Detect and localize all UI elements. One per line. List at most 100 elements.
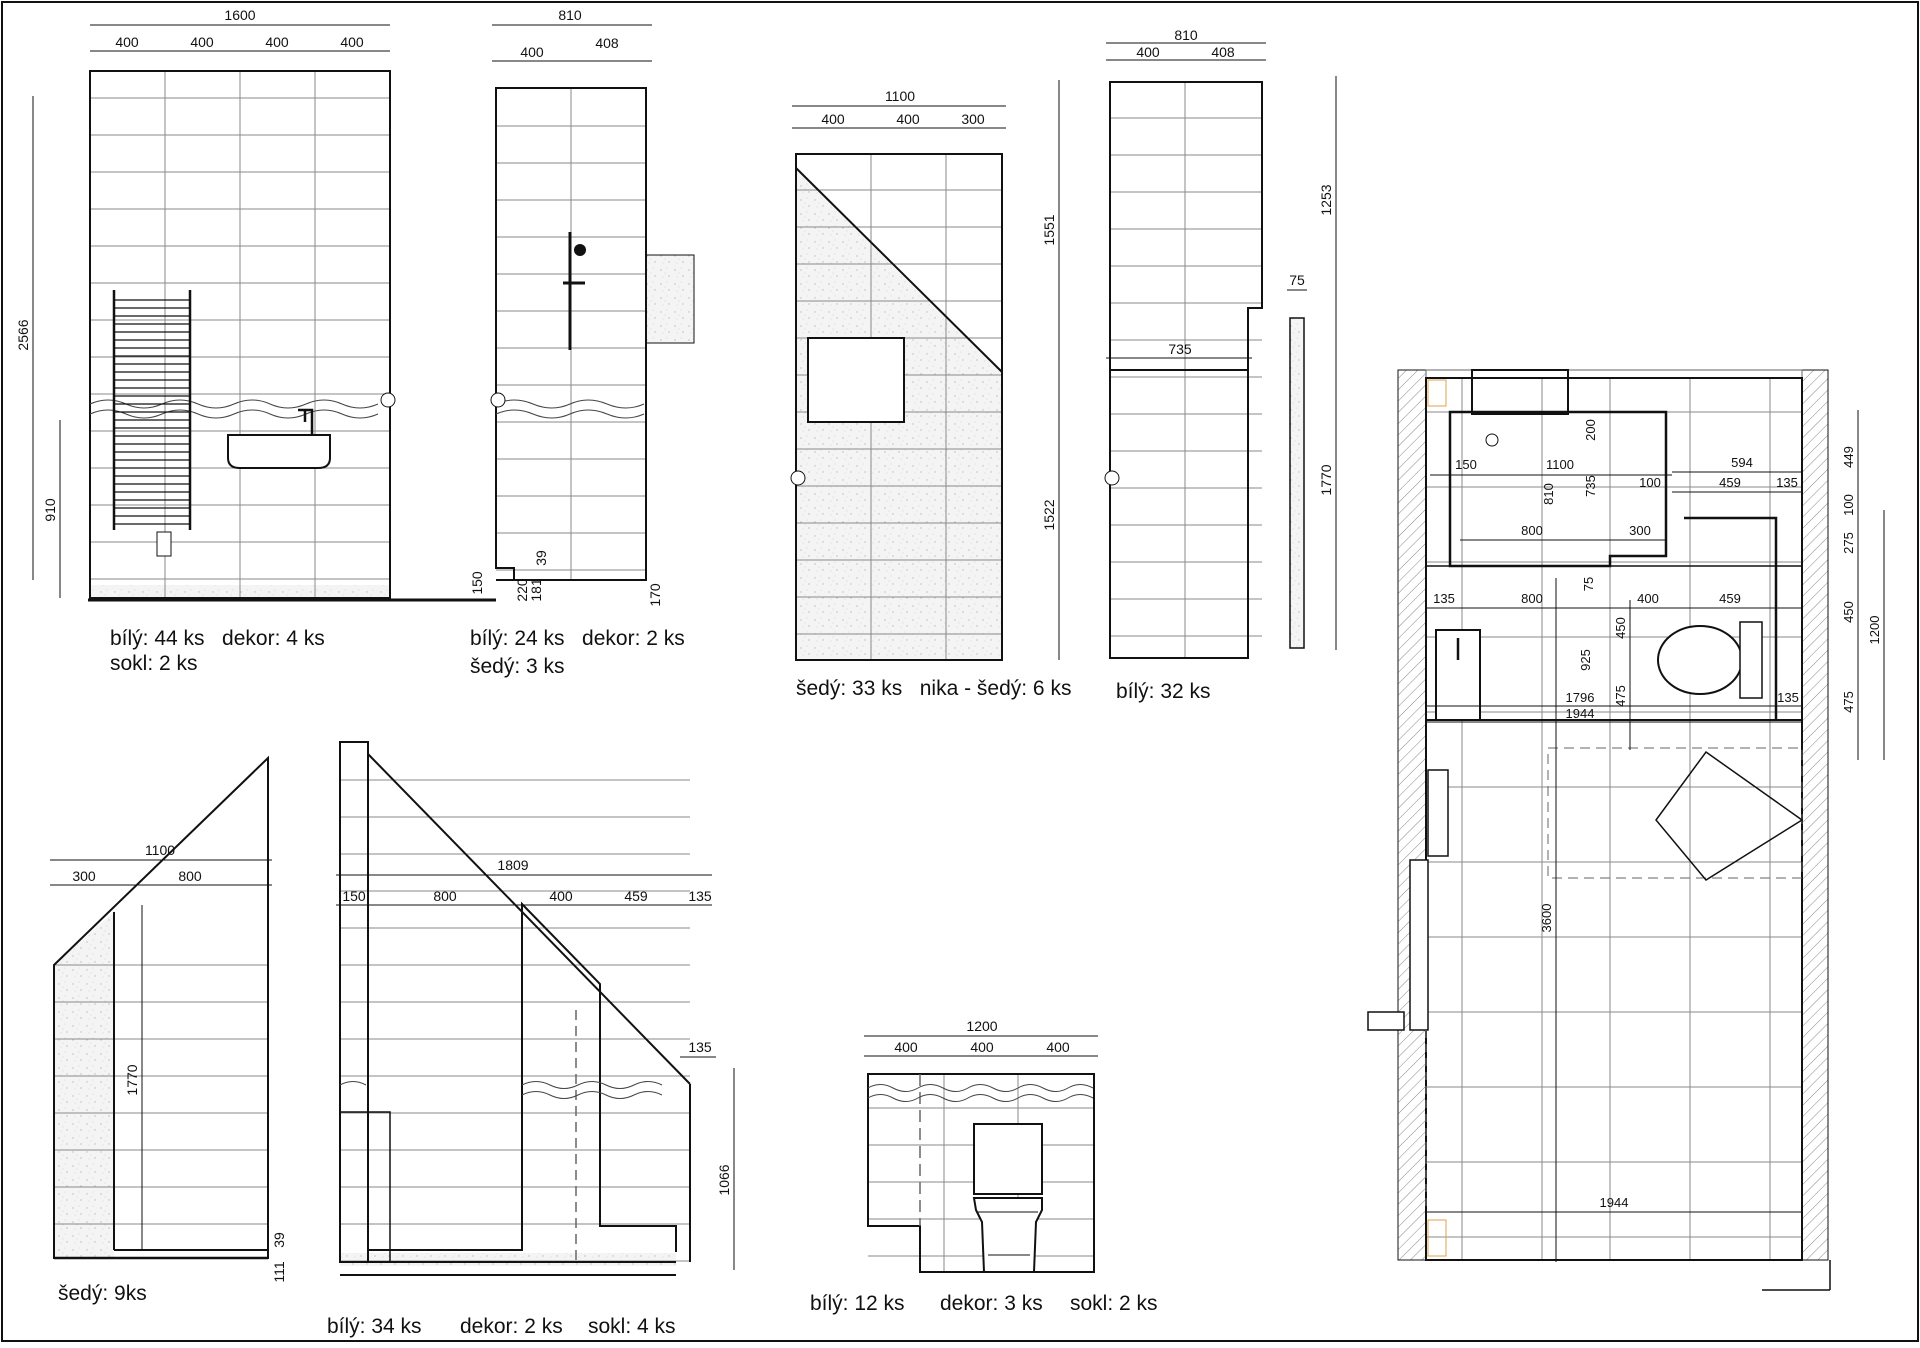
plan-corner-mark	[1427, 1219, 1447, 1257]
elev1-dim-part: 400	[190, 34, 214, 50]
plan-dim: 1944	[1566, 706, 1595, 721]
plan-dim: 100	[1841, 494, 1856, 516]
plan-dim: 1200	[1867, 616, 1882, 645]
elev3-dim-part: 400	[821, 111, 845, 127]
plan-dim: 449	[1841, 446, 1856, 468]
plan-corner-mark	[1427, 379, 1447, 407]
elev6-caption-1: bílý: 34 ks	[327, 1315, 422, 1338]
elev4-caption-1: bílý: 32 ks	[1116, 680, 1211, 703]
plan-dim: 135	[1776, 475, 1798, 490]
floor-plan: 150 1100 200 735 810 100 594 459 135 800…	[1367, 369, 1885, 1291]
elevation-7-dimensions: 1200 400 400 400	[864, 1018, 1098, 1057]
elev6-dim-part: 400	[549, 888, 573, 904]
elev6-dim-part: 135	[688, 888, 712, 904]
plan-drain-icon	[1485, 433, 1499, 447]
elevation-5: 1100 300 800 1770 39 111 šedý: 9ks	[50, 755, 287, 1305]
elevation-1-outline	[89, 70, 391, 599]
elev1-dim-radiator: 910	[42, 498, 58, 522]
elev2-dim-small: 181	[528, 578, 544, 602]
elev5-caption-1: šedý: 9ks	[58, 1282, 147, 1305]
elevation-2-decor-wave	[495, 399, 645, 419]
elevation-6-decor-wave	[339, 1081, 663, 1099]
elev4-dim-part: 400	[1136, 44, 1160, 60]
plan-dim: 459	[1719, 591, 1741, 606]
electrical-point-icon	[380, 392, 396, 408]
elevation-1-decor-wave	[89, 399, 379, 419]
elevation-2-dimensions: 810 400 408 150 220 181 39 170	[469, 7, 663, 607]
elev7-caption-2: dekor: 3 ks	[940, 1292, 1043, 1315]
elevation-6-slope	[367, 753, 691, 1085]
towel-radiator	[112, 290, 192, 530]
plan-dim: 800	[1521, 523, 1543, 538]
plan-wc-icon	[1657, 625, 1743, 695]
elevation-4-dimensions: 810 400 408 735 1253 1770 75	[1106, 27, 1337, 650]
elev3-dim-h1: 1551	[1041, 214, 1057, 245]
elev7-dim-part: 400	[970, 1039, 994, 1055]
elev6-dim-part: 459	[624, 888, 648, 904]
plan-dim: 925	[1578, 649, 1593, 671]
elev3-dim-part: 300	[961, 111, 985, 127]
plan-dim: 1100	[1546, 457, 1574, 472]
elev2-dim-small: 170	[647, 583, 663, 607]
plan-dim: 100	[1639, 475, 1661, 490]
elev2-caption-1: bílý: 24 ks dekor: 2 ks	[470, 627, 685, 650]
plan-dim: 475	[1613, 685, 1628, 707]
plan-dim: 300	[1629, 523, 1651, 538]
elev6-dim-h: 1066	[716, 1164, 732, 1195]
plan-dim: 3600	[1539, 904, 1554, 933]
elev1-dim-part: 400	[115, 34, 139, 50]
plan-dim: 735	[1583, 475, 1598, 497]
elev3-dim-h2: 1522	[1041, 499, 1057, 530]
elev5-dim-small: 39	[271, 1232, 287, 1248]
elev4-dim-part: 408	[1211, 44, 1235, 60]
plan-diamond-decor	[1655, 750, 1804, 881]
plan-dim: 450	[1613, 617, 1628, 639]
plan-dim: 800	[1521, 591, 1543, 606]
plan-dim: 275	[1841, 532, 1856, 554]
elevation-7: 1200 400 400 400 bílý: 12 ks dekor: 3 ks…	[810, 1018, 1158, 1315]
plan-shower-area	[1448, 410, 1668, 568]
plan-dim: 1944	[1600, 1195, 1629, 1210]
elevation-3: 1100 400 400 300 1551 1522 šedý: 33 ks n…	[790, 80, 1071, 700]
plan-dim: 75	[1581, 577, 1596, 591]
plan-dim: 459	[1719, 475, 1741, 490]
elev1-dim-part: 400	[265, 34, 289, 50]
elevation-7-decor-wave	[867, 1084, 1094, 1102]
plan-wall-right	[1801, 369, 1829, 1261]
elev7-caption-3: sokl: 2 ks	[1070, 1292, 1158, 1315]
elevation-3-slope	[795, 167, 1003, 373]
electrical-point-icon	[1104, 470, 1120, 486]
plan-radiator	[1427, 769, 1449, 857]
elevation-6: 1809 150 800 400 459 135 135 1066 bílý: …	[327, 741, 735, 1338]
elev4-dim-side: 75	[1289, 272, 1305, 288]
plan-top-niche	[1471, 369, 1569, 415]
plan-wall-left	[1397, 369, 1427, 1261]
elev6-dim-small: 135	[688, 1039, 712, 1055]
elevation-7-outline	[867, 1073, 1095, 1273]
elevation-4: 810 400 408 735 1253 1770 75 bílý: 32 ks	[1104, 27, 1337, 703]
elev4-dim-h2: 1770	[1318, 464, 1334, 495]
elevation-6-box	[339, 1111, 391, 1263]
elev3-caption-1: šedý: 33 ks nika - šedý: 6 ks	[796, 677, 1071, 700]
elev4-dim-mid: 735	[1168, 341, 1192, 357]
elev6-dim-total: 1809	[497, 857, 528, 873]
elev1-caption-2: sokl: 2 ks	[110, 652, 198, 675]
elevation-6-tile-grid	[340, 779, 690, 1262]
plan-dim: 150	[1455, 457, 1477, 472]
elev1-caption-1: bílý: 44 ks dekor: 4 ks	[110, 627, 325, 650]
elev2-dim-small: 220	[514, 578, 530, 602]
elev5-dim-total: 1100	[145, 842, 175, 858]
radiator-outlet	[156, 531, 172, 557]
elev6-caption-2: dekor: 2 ks	[460, 1315, 563, 1338]
elev1-dim-height: 2566	[15, 319, 31, 350]
elevation-1-tile-grid	[90, 71, 390, 598]
elev2-caption-2: šedý: 3 ks	[470, 655, 565, 678]
basin-faucet	[298, 408, 314, 435]
elev7-caption-1: bílý: 12 ks	[810, 1292, 905, 1315]
elevation-6-dimensions: 1809 150 800 400 459 135 135 1066	[336, 857, 735, 1270]
elevation-4-side-strip	[1289, 317, 1305, 649]
elevation-1-dimensions: 1600 400 400 400 400 2566 910	[15, 7, 390, 598]
elevation-5-dimensions: 1100 300 800 1770 39 111	[50, 842, 287, 1283]
